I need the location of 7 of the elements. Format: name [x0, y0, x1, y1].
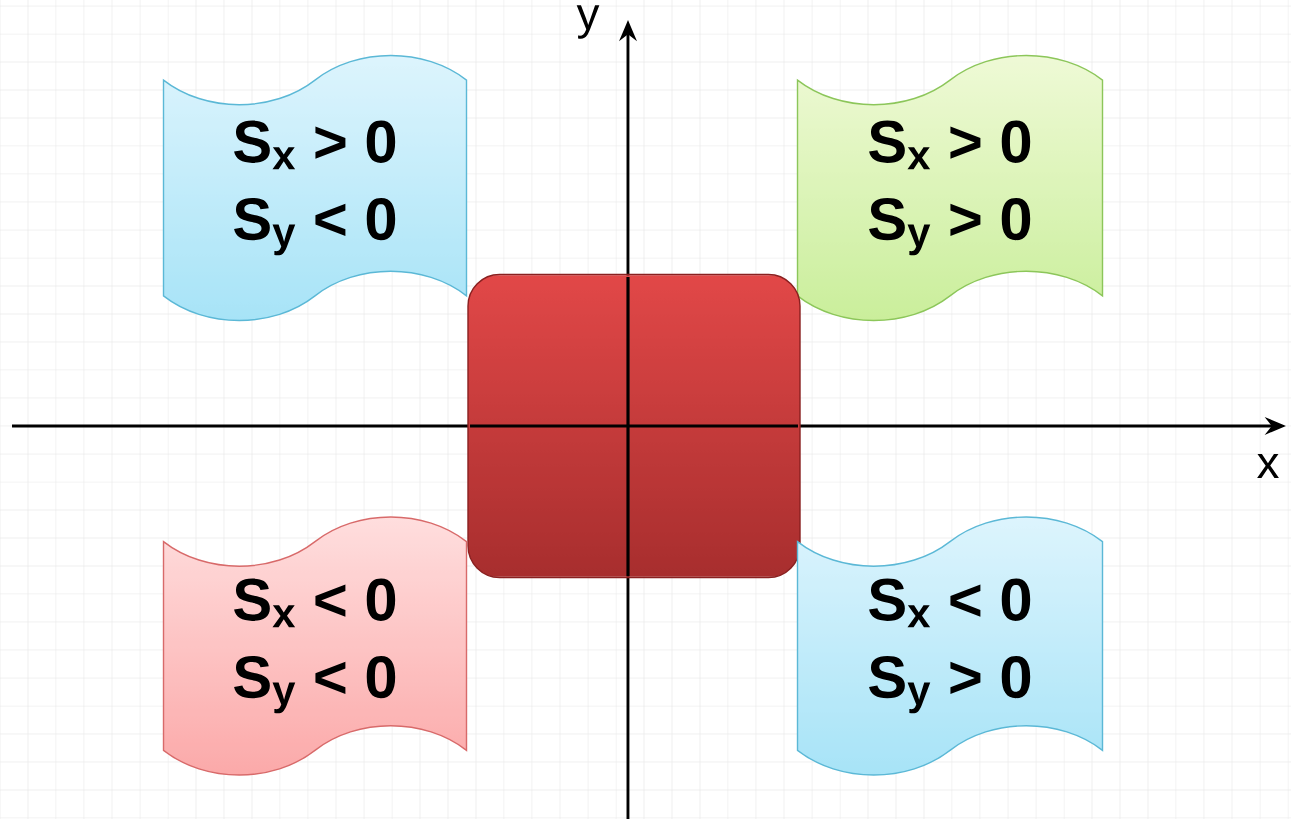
banner: S$_{x}$ < 0 S$_{y}$ > 0: [796, 516, 1104, 776]
rounded-square: [467, 273, 801, 579]
banner: S$_{x}$ > 0 S$_{y}$ > 0: [796, 54, 1104, 322]
banner: S$_{x}$ > 0 S$_{y}$ < 0: [162, 54, 468, 322]
banner: S$_{x}$ < 0 S$_{y}$ < 0: [162, 516, 468, 776]
axis-label: y: [576, 5, 600, 39]
axis-label: x: [1257, 453, 1279, 479]
